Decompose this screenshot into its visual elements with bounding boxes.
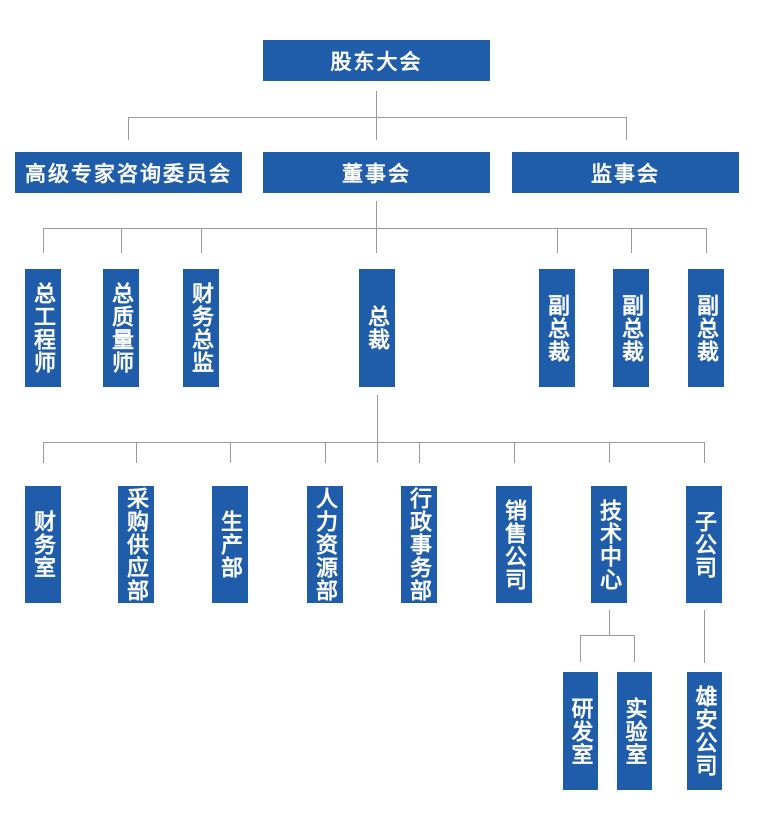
org-node-xiongan-company: 雄安公司 — [687, 672, 722, 790]
connector-line — [43, 228, 706, 229]
org-node-subsidiary: 子公司 — [686, 486, 722, 603]
org-node-board-of-directors: 董事会 — [263, 152, 490, 193]
connector-line — [377, 395, 378, 463]
connector-line — [128, 117, 129, 140]
connector-line — [580, 635, 581, 662]
org-node-vice-president-1: 副总裁 — [539, 269, 575, 387]
connector-line — [136, 442, 137, 463]
org-node-chief-engineer: 总工程师 — [25, 269, 61, 387]
connector-line — [514, 442, 515, 463]
connector-line — [580, 635, 634, 636]
connector-line — [609, 610, 610, 635]
connector-line — [609, 442, 610, 463]
connector-line — [704, 610, 705, 663]
connector-line — [706, 228, 707, 253]
connector-line — [121, 228, 122, 253]
org-node-chief-quality-engineer: 总质量师 — [103, 269, 139, 387]
connector-line — [43, 442, 704, 443]
connector-line — [43, 228, 44, 253]
org-node-human-resources-dept: 人力资源部 — [307, 486, 343, 603]
org-node-senior-expert-advisory-committee: 高级专家咨询委员会 — [15, 152, 242, 193]
connector-line — [128, 117, 626, 118]
org-node-vice-president-2: 副总裁 — [613, 269, 649, 387]
org-node-president: 总裁 — [359, 269, 395, 387]
connector-line — [626, 117, 627, 140]
org-node-finance-office: 财务室 — [25, 486, 61, 603]
connector-line — [43, 442, 44, 463]
org-node-rd-office: 研发室 — [563, 672, 598, 790]
connector-line — [557, 228, 558, 253]
org-node-sales-company: 销售公司 — [496, 486, 532, 603]
connector-line — [376, 201, 377, 253]
connector-line — [201, 228, 202, 253]
connector-line — [631, 228, 632, 253]
org-node-administrative-affairs-dept: 行政事务部 — [401, 486, 437, 603]
connector-line — [419, 442, 420, 463]
connector-line — [704, 442, 705, 463]
org-node-supervisory-board: 监事会 — [512, 152, 739, 193]
org-node-vice-president-3: 副总裁 — [688, 269, 724, 387]
org-node-technology-center: 技术中心 — [591, 486, 627, 603]
org-node-procurement-supply-dept: 采购供应部 — [118, 486, 154, 603]
connector-line — [634, 635, 635, 662]
org-node-production-dept: 生产部 — [212, 486, 248, 603]
connector-line — [230, 442, 231, 463]
org-node-finance-director: 财务总监 — [183, 269, 219, 387]
connector-line — [376, 91, 377, 140]
connector-line — [325, 442, 326, 463]
org-node-laboratory: 实验室 — [617, 672, 652, 790]
org-node-shareholders-meeting: 股东大会 — [263, 40, 490, 81]
